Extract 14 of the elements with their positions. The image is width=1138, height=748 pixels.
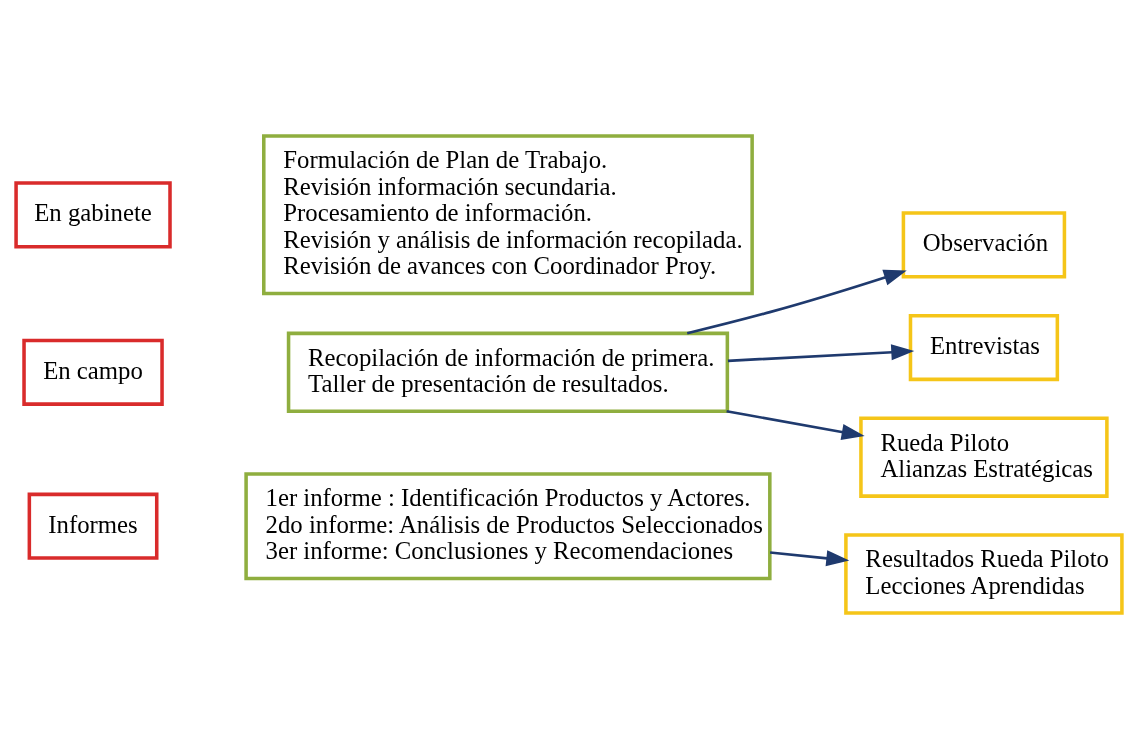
node-box: Rueda Piloto Alianzas Estratégicas [859,416,1109,498]
node-box: En campo [22,338,164,406]
arrow [726,409,865,440]
node-box: Informes [27,492,159,560]
arrow [686,269,907,334]
arrow [727,343,915,362]
node-box: Recopilación de información de primera. Taller de presentación de resultados. [286,331,730,413]
node-box: Resultados Rueda Piloto Lecciones Aprendidas [844,532,1124,615]
arrow [770,549,850,566]
node-box: Observación [901,210,1067,278]
node-box: En gabinete [14,180,172,248]
node-box: Formulación de Plan de Trabajo. Revisión información secundaria. Procesamiento de información. Revisión y análisis de información recopilada. Revisión de avances con Coordinador Proy. [262,133,754,295]
node-box: 1er informe : Identificación Productos y Actores. 2do informe: Análisis de Productos Seleccionados 3er informe: Conclusiones y Recomendaciones [244,471,772,580]
node-box: Entrevistas [908,313,1060,381]
